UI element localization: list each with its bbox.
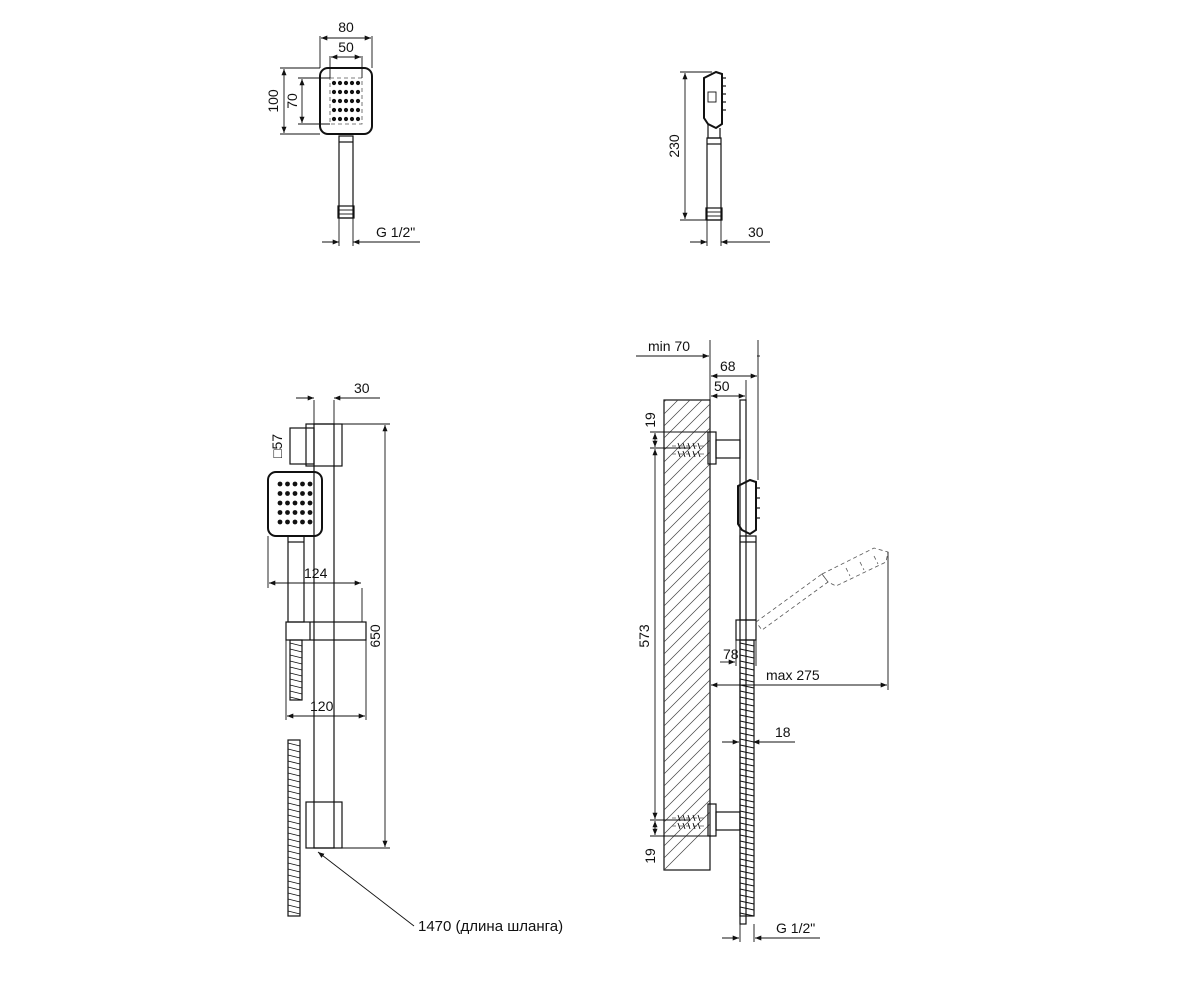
- spray-nozzles: [331, 80, 361, 122]
- dim-tilt-78: 78: [723, 646, 739, 662]
- hose-long: [287, 739, 301, 917]
- dim-width-50: 50: [338, 39, 354, 55]
- dim-height-100: 100: [265, 89, 281, 113]
- dim-length-230: 230: [666, 134, 682, 158]
- handshower-side-view: 230 30: [666, 70, 770, 246]
- dim-thread-front: G 1/2": [376, 224, 415, 240]
- dim-max-275: max 275: [766, 667, 820, 683]
- dim-holder-57: □57: [269, 434, 285, 458]
- dim-offset-50: 50: [714, 378, 730, 394]
- spray-area-outline: [329, 77, 363, 125]
- side-head: [737, 478, 757, 536]
- wall: [663, 399, 711, 871]
- dim-bracket-top-19: 19: [642, 412, 658, 428]
- handle-thread: [337, 205, 355, 219]
- top-bracket: [305, 423, 343, 467]
- dim-slider-120: 120: [310, 698, 334, 714]
- slide-bar-front-view: 30 □57 124 650 120 1470 (длина шланга): [267, 380, 563, 935]
- top-wall-bracket: [715, 439, 741, 459]
- bar-spray-nozzles: [277, 481, 313, 525]
- dim-bracket-bottom-19: 19: [642, 848, 658, 864]
- dim-height-70: 70: [284, 93, 300, 109]
- bottom-wall-bracket: [715, 811, 741, 831]
- dim-reach-124: 124: [304, 565, 328, 581]
- dim-spacing-573: 573: [636, 624, 652, 648]
- hose-short: [289, 639, 303, 701]
- dim-thread-side: G 1/2": [776, 920, 815, 936]
- wall-anchors: [672, 442, 708, 830]
- hose-leader-line: [317, 851, 415, 927]
- tilted-head-dashed: [755, 547, 889, 631]
- shower-head-face: [319, 67, 373, 135]
- bottom-bracket: [305, 801, 343, 849]
- head-profile: [703, 70, 723, 130]
- wall-hatching: [663, 399, 711, 871]
- dim-depth-30: 30: [748, 224, 764, 240]
- dim-bar-650: 650: [367, 624, 383, 648]
- hose-length-label: 1470 (длина шланга): [418, 918, 563, 935]
- handshower-front-view: 80 50 100 70 G 1/2": [265, 19, 420, 246]
- dim-bar-depth-30: 30: [354, 380, 370, 396]
- dim-hose-18: 18: [775, 724, 791, 740]
- dim-min-70: min 70: [648, 338, 690, 354]
- dim-offset-68: 68: [720, 358, 736, 374]
- installation-side-view: min 70 68 50 19 19 573 78 max 275 18 G 1…: [636, 338, 889, 942]
- slide-bar: [313, 423, 335, 849]
- side-hose: [739, 639, 755, 917]
- slider: [285, 621, 367, 641]
- dim-width-80: 80: [338, 19, 354, 35]
